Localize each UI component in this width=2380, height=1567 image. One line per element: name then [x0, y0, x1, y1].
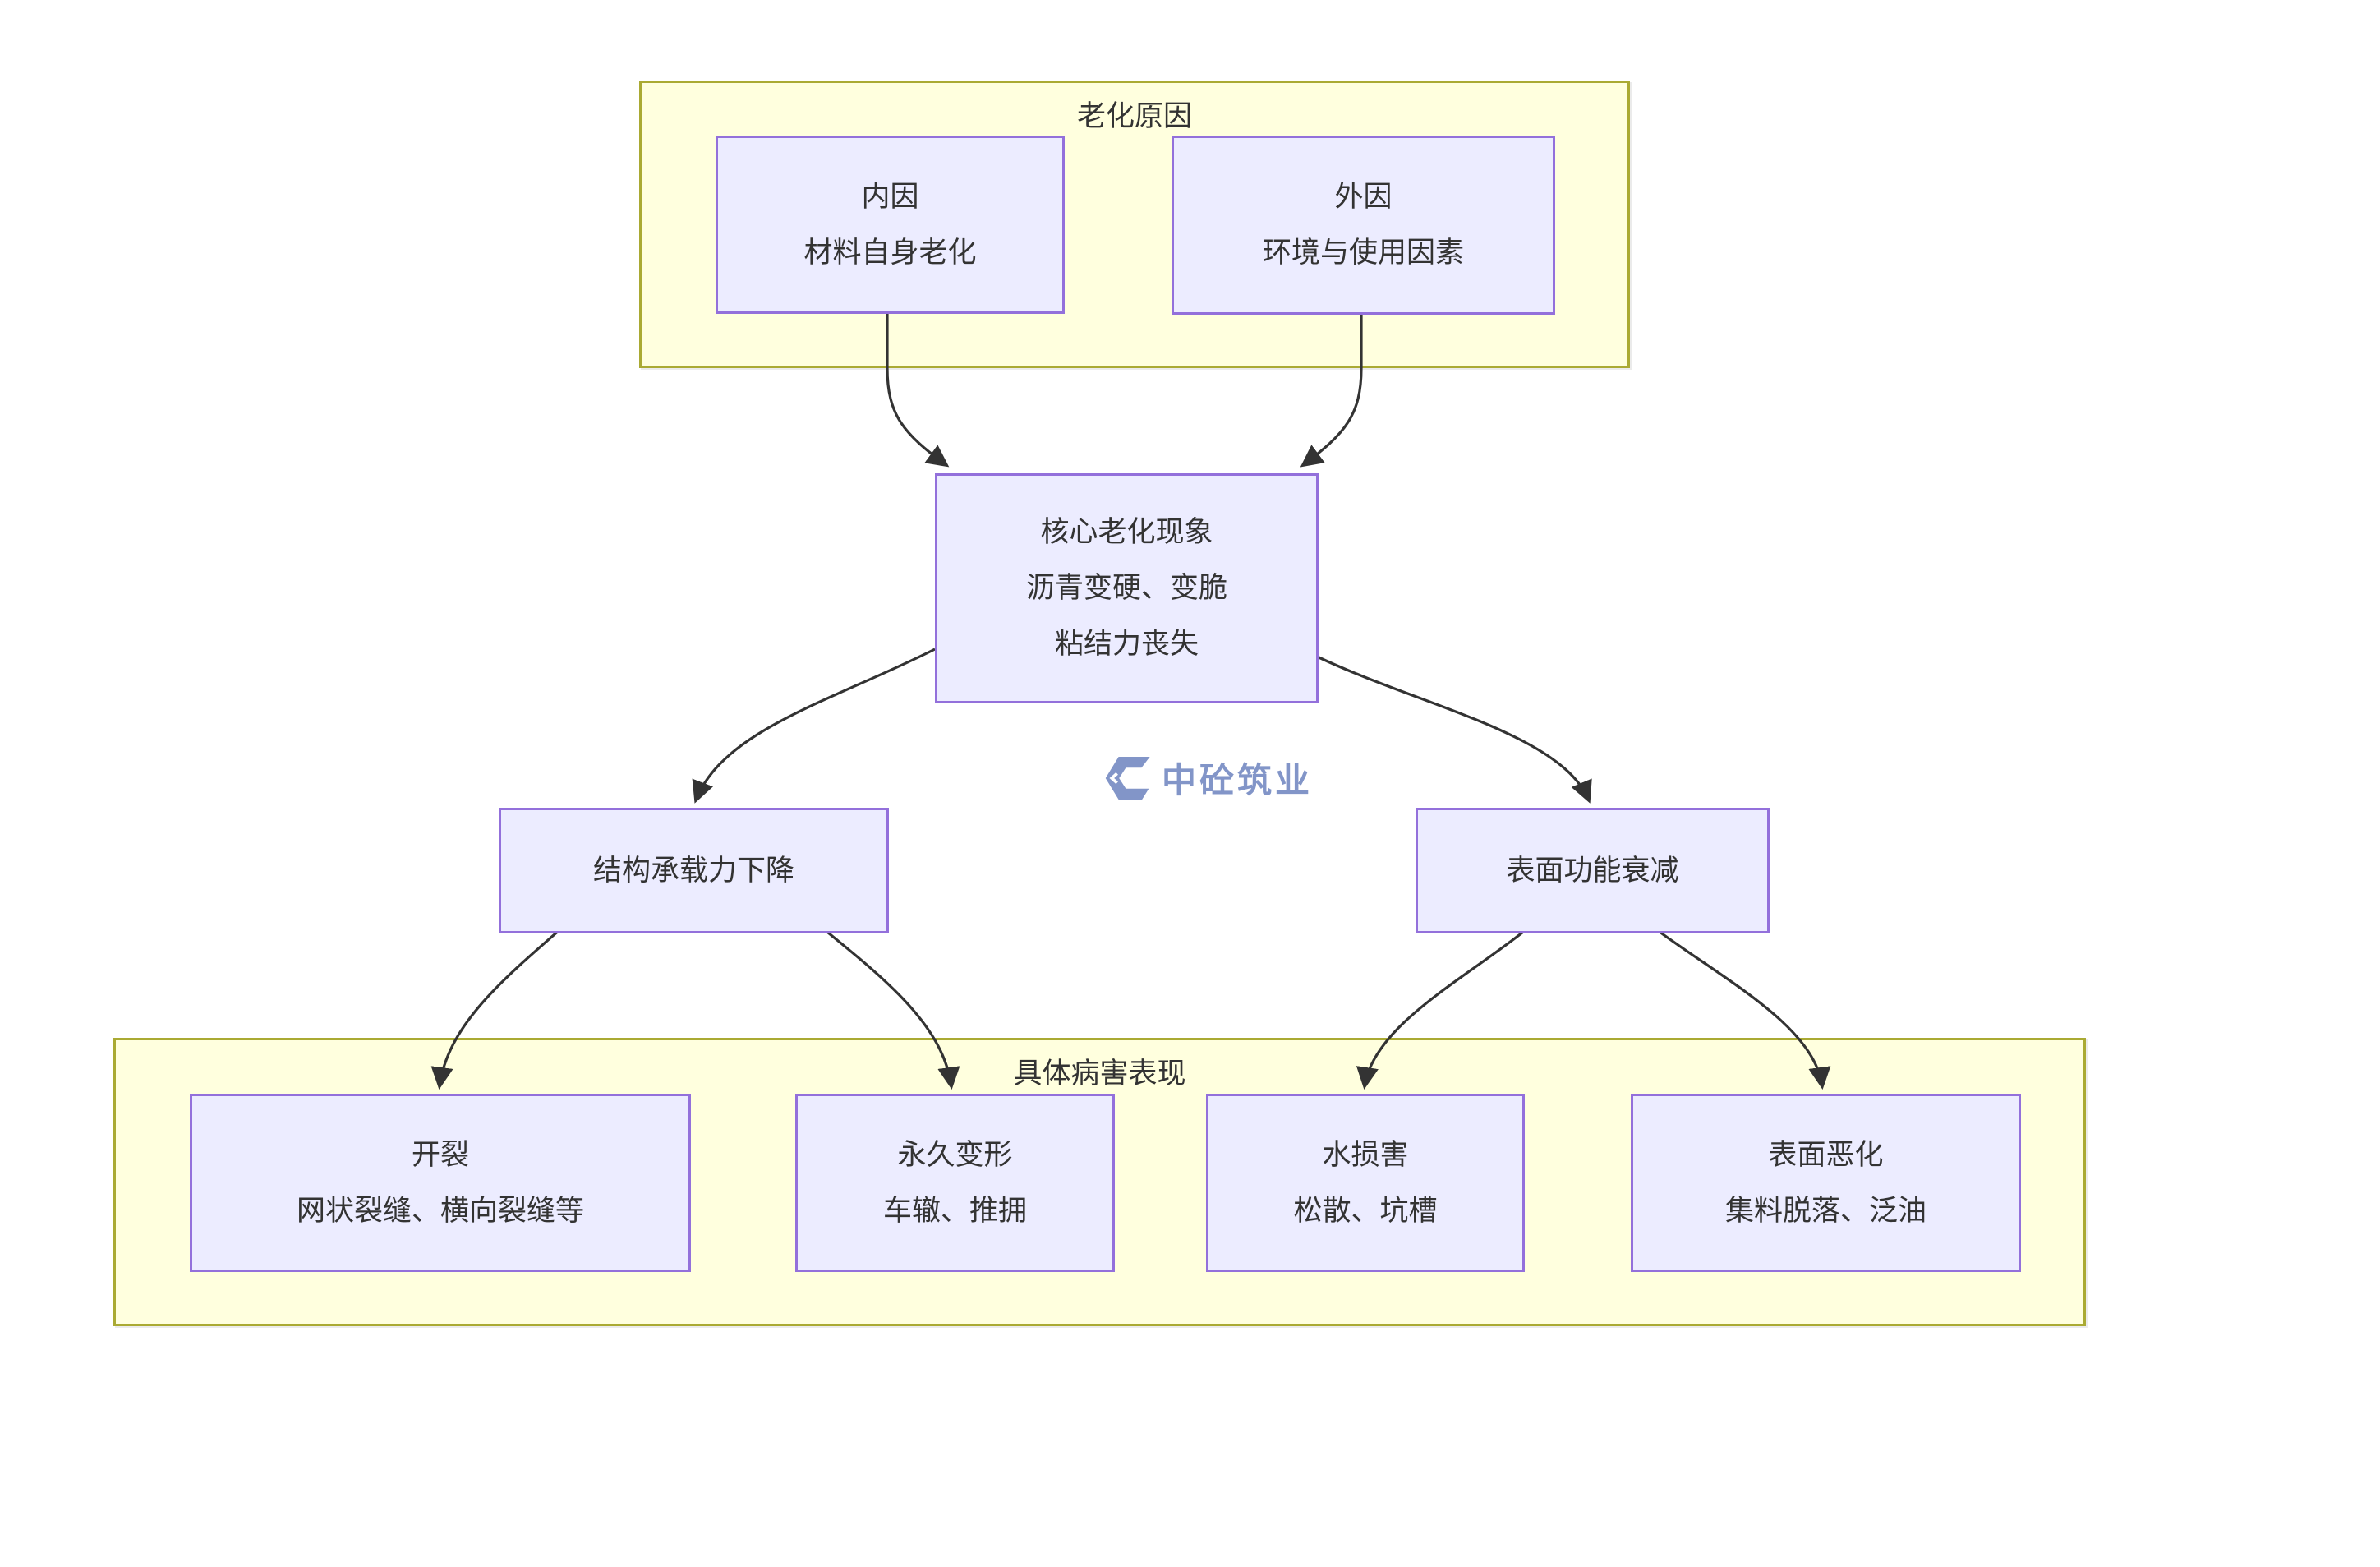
node-water-damage-line2: 松散、坑槽 — [1293, 1194, 1438, 1228]
edge-core-to-surface — [1313, 653, 1592, 804]
watermark-logo-icon — [1101, 754, 1155, 802]
node-external-cause-line2: 环境与使用因素 — [1262, 237, 1464, 270]
node-surface-deterioration-line1: 表面恶化 — [1768, 1138, 1884, 1172]
node-cracking-line2: 网状裂缝、横向裂缝等 — [296, 1194, 584, 1228]
node-external-cause-line1: 外因 — [1334, 181, 1393, 214]
node-internal-cause-line2: 材料自身老化 — [803, 236, 977, 270]
node-core-aging-line1: 核心老化现象 — [1040, 516, 1213, 549]
node-core-aging-line2: 沥青变硬、变脆 — [1025, 572, 1227, 605]
node-surface-function-line1: 表面功能衰减 — [1506, 854, 1679, 887]
node-core-aging: 核心老化现象 沥青变硬、变脆 粘结力丧失 — [935, 473, 1319, 703]
node-water-damage: 水损害 松散、坑槽 — [1206, 1094, 1525, 1272]
node-permanent-deformation: 永久变形 车辙、推拥 — [795, 1094, 1115, 1272]
node-permanent-deformation-line2: 车辙、推拥 — [882, 1194, 1027, 1228]
node-surface-function: 表面功能衰减 — [1416, 808, 1770, 933]
watermark-text: 中砼筑业 — [1162, 760, 1314, 800]
group-specific-diseases-title: 具体病害表现 — [1013, 1058, 1186, 1090]
node-internal-cause: 内因 材料自身老化 — [716, 136, 1065, 314]
node-structural-capacity: 结构承载力下降 — [499, 808, 889, 933]
node-cracking: 开裂 网状裂缝、横向裂缝等 — [190, 1094, 691, 1272]
edge-core-to-structural — [692, 648, 936, 804]
group-aging-causes-title: 老化原因 — [1076, 100, 1192, 133]
node-surface-deterioration: 表面恶化 集料脱落、泛油 — [1631, 1094, 2021, 1272]
node-surface-deterioration-line2: 集料脱落、泛油 — [1724, 1194, 1927, 1228]
node-water-damage-line1: 水损害 — [1322, 1138, 1409, 1172]
node-permanent-deformation-line1: 永久变形 — [897, 1138, 1013, 1172]
node-cracking-line1: 开裂 — [411, 1138, 469, 1172]
node-core-aging-line3: 粘结力丧失 — [1054, 628, 1199, 661]
node-external-cause: 外因 环境与使用因素 — [1172, 136, 1555, 315]
node-structural-capacity-line1: 结构承载力下降 — [592, 854, 794, 887]
watermark: 中砼筑业 — [1101, 753, 1313, 803]
node-internal-cause-line1: 内因 — [861, 180, 919, 214]
